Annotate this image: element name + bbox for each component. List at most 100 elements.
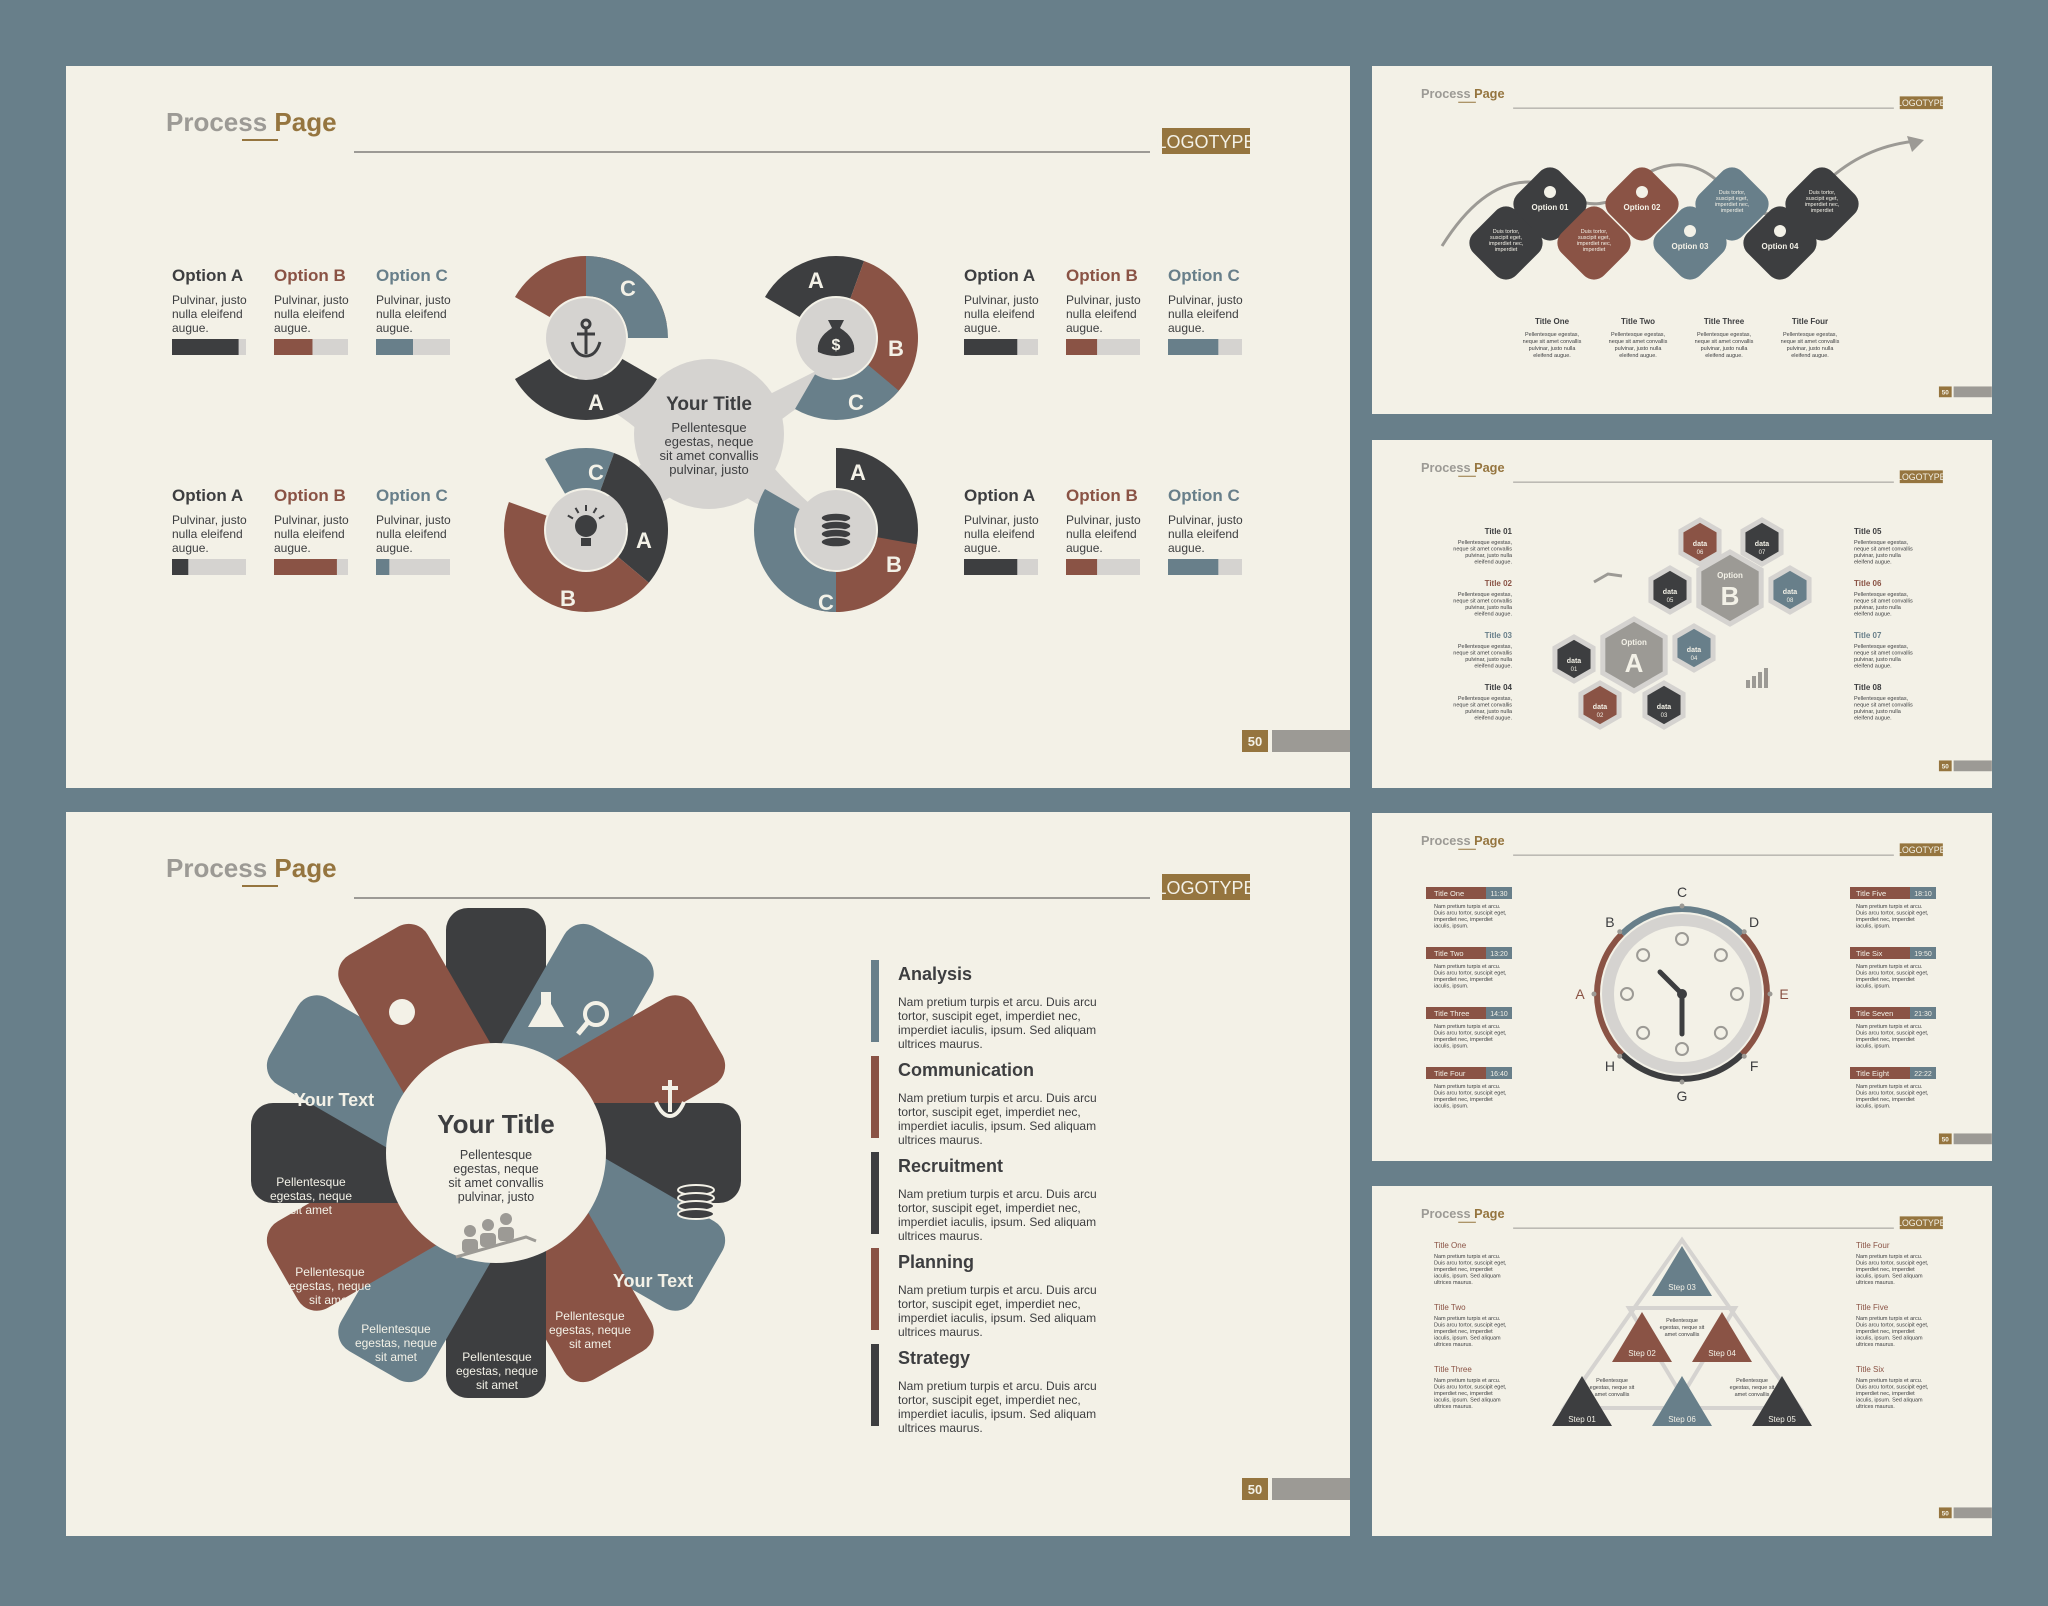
time-body: iaculis, ipsum. <box>1434 1104 1469 1110</box>
hex-right-body: neque sit amet convallis <box>1854 703 1913 709</box>
tri-right-body: Duis arcu tortor, suscipit eget, <box>1856 1385 1929 1391</box>
clock-letter: A <box>1575 986 1585 1002</box>
tri-right-body: iaculis, ipsum. Sed aliquam <box>1856 1274 1923 1280</box>
time-body: imperdiet nec, imperdiet <box>1434 917 1493 923</box>
header-title: Process Page <box>1421 1206 1505 1221</box>
time-value: 16:40 <box>1490 1071 1508 1078</box>
time-title: Title One <box>1434 889 1464 898</box>
time-title-tag <box>1426 1007 1486 1019</box>
money-bag-icon <box>1636 186 1648 198</box>
page-number: 50 <box>1242 1478 1350 1500</box>
time-body: iaculis, ipsum. <box>1856 1104 1891 1110</box>
petal-body: Pellentesque <box>295 1265 365 1279</box>
lightbulb-icon <box>389 999 415 1025</box>
tri-right-body: imperdiet nec, imperdiet <box>1856 1391 1915 1397</box>
petal-label-your-text: Your Text <box>294 1090 374 1110</box>
time-title: Title Five <box>1856 889 1886 898</box>
diamond-label: Option 03 <box>1672 242 1709 251</box>
money-bag-icon <box>1675 1042 1689 1056</box>
step-title: Title Three <box>1704 317 1745 326</box>
diamond-body: imperdiet nec, <box>1715 202 1750 208</box>
hex-left-body: Pellentesque egestas, <box>1458 644 1513 650</box>
hex-right-body: eleifend augue. <box>1854 560 1892 566</box>
logotype-text: LOGOTYPE <box>1897 472 1946 482</box>
step-body: Pellentesque egestas, <box>1611 332 1666 338</box>
diamond-shape <box>1695 167 1769 241</box>
hex-data-num: 06 <box>1697 550 1704 556</box>
donut-segment <box>850 260 918 401</box>
hex-left-title: Title 04 <box>1485 683 1513 692</box>
hex-right-title: Title 07 <box>1854 631 1882 640</box>
option-body: augue. <box>274 321 311 335</box>
bulb-ray <box>598 514 605 520</box>
page-number: 50 <box>1938 386 1992 398</box>
hex-right-body: Pellentesque egestas, <box>1854 644 1909 650</box>
option-body: Pulvinar, justo <box>964 513 1039 527</box>
tri-center-body: egestas, neque sit <box>1660 1325 1705 1331</box>
petal-body: Pellentesque <box>555 1309 625 1323</box>
diamond-label: Option 04 <box>1762 242 1799 251</box>
option-label: Option C <box>376 486 448 505</box>
time-body: Duis arcu tortor, suscipit eget, <box>1434 1031 1507 1037</box>
hex-right-body: Pellentesque egestas, <box>1854 592 1909 598</box>
list-bar <box>871 1344 879 1426</box>
anchor-body <box>570 328 602 358</box>
step-body: Pellentesque egestas, <box>1783 332 1838 338</box>
page-number: 50 <box>1938 1133 1992 1145</box>
bulb-base <box>581 538 591 546</box>
diamond-body: imperdiet nec, <box>1577 241 1612 247</box>
list-body: imperdiet iaculis, ipsum. Sed aliquam <box>898 1407 1096 1421</box>
list-body: Nam pretium turpis et arcu. Duis arcu <box>898 995 1097 1009</box>
step-label: Step 05 <box>1768 1415 1796 1424</box>
tri-left-body: Duis arcu tortor, suscipit eget, <box>1434 1261 1507 1267</box>
option-label: Option C <box>1168 266 1240 285</box>
option-body: nulla eleifend <box>1168 527 1239 541</box>
option-body: nulla eleifend <box>172 307 243 321</box>
list-body: ultrices maurus. <box>898 1325 983 1339</box>
time-body: imperdiet nec, imperdiet <box>1856 1037 1915 1043</box>
hex-right-title: Title 08 <box>1854 683 1882 692</box>
donut-letter: C <box>620 276 636 301</box>
hex-data-label: data <box>1755 541 1770 548</box>
option-body: Pulvinar, justo <box>1066 513 1141 527</box>
search-icon <box>1713 948 1728 963</box>
diamond-body: suscipit eget, <box>1716 196 1749 202</box>
donut-letter: A <box>808 268 824 293</box>
hex-right-body: neque sit amet convallis <box>1854 599 1913 605</box>
diamond-body: Duis tortor, <box>1719 190 1746 196</box>
step-label: Step 01 <box>1568 1415 1596 1424</box>
hex-left-body: pulvinar, justo nulla <box>1465 553 1513 559</box>
hex-data-label: data <box>1657 704 1672 711</box>
time-body: Nam pretium turpis et arcu. <box>1856 904 1923 910</box>
step-body: neque sit amet convallis <box>1695 339 1754 345</box>
donut-letter: B <box>888 336 904 361</box>
center-body: pulvinar, justo <box>669 462 749 477</box>
donut-letter: B <box>560 586 576 611</box>
header-title: Process Page <box>1421 460 1505 475</box>
option-label: Option A <box>964 486 1035 505</box>
logotype-text: LOGOTYPE <box>1156 132 1255 152</box>
time-body: iaculis, ipsum. <box>1434 924 1469 930</box>
clock-icon <box>1713 1025 1728 1040</box>
step-label: Step 03 <box>1668 1283 1696 1292</box>
header-title: Process Page <box>1421 86 1505 101</box>
donut-segment <box>836 448 918 571</box>
clock-marker <box>1591 991 1597 997</box>
hex-left-body: neque sit amet convallis <box>1453 651 1512 657</box>
step-body: neque sit amet convallis <box>1781 339 1840 345</box>
time-tag <box>1486 947 1512 959</box>
logotype-badge <box>1899 470 1943 484</box>
step-triangle <box>1612 1312 1672 1362</box>
time-value: 18:10 <box>1914 891 1932 898</box>
tri-right-body: iaculis, ipsum. Sed aliquam <box>1856 1336 1923 1342</box>
tri-right-small: egestas, neque sit <box>1730 1385 1775 1391</box>
